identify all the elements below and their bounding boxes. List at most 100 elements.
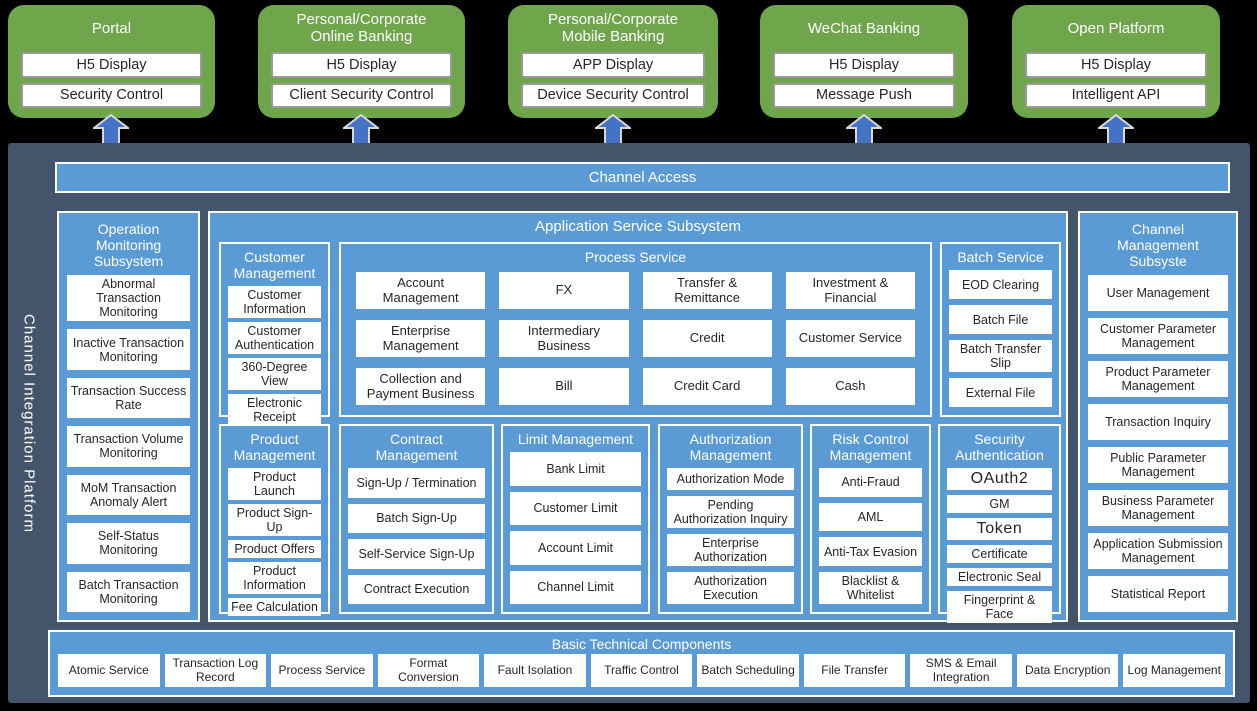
process-service-panel: Process Service Account Management FX Tr… <box>339 242 932 417</box>
authorization-management-item: Enterprise Authorization <box>667 534 794 566</box>
contract-management-panel: Contract Management Sign-Up / Terminatio… <box>339 424 494 614</box>
process-service-title: Process Service <box>584 249 687 265</box>
batch-service-item: External File <box>949 378 1052 407</box>
channel-wechat-banking-title: WeChat Banking <box>807 19 921 37</box>
product-management-item: Product Launch <box>228 468 321 501</box>
channel-wechat-banking: WeChat Banking H5 Display Message Push <box>760 5 968 118</box>
limit-management-panel: Limit Management Bank Limit Customer Lim… <box>501 424 650 614</box>
monitoring-item: Inactive Transaction Monitoring <box>67 329 190 370</box>
channel-management-item: Application Submission Management <box>1088 533 1228 570</box>
process-service-item: Customer Service <box>785 320 915 358</box>
authorization-management-panel: Authorization Management Authorization M… <box>658 424 803 614</box>
channel-access-label: Channel Access <box>588 169 697 186</box>
authorization-management-item: Pending Authorization Inquiry <box>667 496 794 528</box>
security-authentication-item: Fingerprint & Face <box>947 591 1052 623</box>
security-authentication-item: Certificate <box>947 545 1052 563</box>
basic-component-item: Data Encryption <box>1016 654 1119 687</box>
basic-component-item: SMS & Email Integration <box>910 654 1012 687</box>
channel-management-title: Channel Management Subsyste <box>1117 221 1199 270</box>
channel-management-item: Business Parameter Management <box>1088 490 1228 527</box>
channel-portal-item: H5 Display <box>21 52 202 78</box>
risk-control-item: AML <box>819 502 922 532</box>
channel-management-item: User Management <box>1088 275 1228 312</box>
channel-online-banking: Personal/Corporate Online Banking H5 Dis… <box>258 5 465 118</box>
basic-component-item: Atomic Service <box>58 654 160 687</box>
basic-component-item: Transaction Log Record <box>164 654 267 687</box>
basic-component-item: Fault Isolation <box>484 654 586 687</box>
channel-mobile-banking: Personal/Corporate Mobile Banking APP Di… <box>508 5 718 118</box>
product-management-item: Product Sign-Up <box>228 504 321 537</box>
basic-components-title: Basic Technical Components <box>551 636 732 652</box>
channel-management-item: Product Parameter Management <box>1088 361 1228 398</box>
product-management-title: Product Management <box>233 431 316 464</box>
risk-control-item: Anti-Fraud <box>819 468 922 497</box>
batch-service-item: Batch Transfer Slip <box>949 340 1052 373</box>
security-authentication-panel: Security Authentication OAuth2 GM Token … <box>938 424 1061 623</box>
contract-management-item: Batch Sign-Up <box>348 503 485 534</box>
process-service-item: Transfer & Remittance <box>642 272 772 310</box>
batch-service-panel: Batch Service EOD Clearing Batch File Ba… <box>940 242 1061 417</box>
limit-management-item: Account Limit <box>510 531 641 565</box>
process-service-item: Account Management <box>356 272 486 310</box>
contract-management-item: Contract Execution <box>348 574 485 604</box>
channel-portal-title: Portal <box>91 19 132 37</box>
monitoring-item: Self-Status Monitoring <box>67 523 190 564</box>
security-authentication-item: Token <box>947 518 1052 540</box>
channel-open-platform-item: H5 Display <box>1025 52 1207 78</box>
monitoring-item: Abnormal Transaction Monitoring <box>67 275 190 322</box>
basic-component-item: Format Conversion <box>377 654 480 687</box>
basic-component-item: File Transfer <box>803 654 906 687</box>
process-service-item: Investment & Financial <box>785 272 915 310</box>
risk-control-item: Anti-Tax Evasion <box>819 537 922 567</box>
risk-control-item: Blacklist & Whitelist <box>819 572 922 605</box>
limit-management-item: Bank Limit <box>510 452 641 486</box>
product-management-item: Product Offers <box>228 540 321 559</box>
channel-management-item: Statistical Report <box>1088 576 1228 613</box>
operation-monitoring-title: Operation Monitoring Subsystem <box>93 221 164 270</box>
operation-monitoring-subsystem: Operation Monitoring Subsystem Abnormal … <box>57 211 200 622</box>
application-service-title: Application Service Subsystem <box>535 218 741 235</box>
customer-management-item: 360-Degree View <box>228 358 321 391</box>
security-authentication-title: Security Authentication <box>955 431 1044 464</box>
limit-management-item: Customer Limit <box>510 491 641 526</box>
process-service-item: Credit <box>642 320 772 358</box>
basic-component-item: Batch Scheduling <box>697 654 799 687</box>
product-management-item: Product Information <box>228 562 321 595</box>
channel-wechat-banking-item: H5 Display <box>773 52 955 78</box>
channel-open-platform-item: Intelligent API <box>1025 82 1207 108</box>
process-service-item: Enterprise Management <box>356 320 486 358</box>
channel-mobile-banking-title: Personal/Corporate Mobile Banking <box>547 11 679 45</box>
channel-access-bar: Channel Access <box>55 162 1230 193</box>
security-authentication-item: OAuth2 <box>947 468 1052 491</box>
customer-management-item: Electronic Receipt <box>228 394 321 427</box>
product-management-item: Fee Calculation <box>228 598 321 617</box>
monitoring-item: Transaction Success Rate <box>67 377 190 419</box>
security-authentication-item: Electronic Seal <box>947 568 1052 586</box>
channel-wechat-banking-item: Message Push <box>773 82 955 108</box>
channel-management-item: Public Parameter Management <box>1088 447 1228 484</box>
channel-management-item: Transaction Inquiry <box>1088 404 1228 441</box>
channel-portal: Portal H5 Display Security Control <box>8 5 215 118</box>
application-service-subsystem: Application Service Subsystem Customer M… <box>208 211 1068 623</box>
channel-online-banking-title: Personal/Corporate Online Banking <box>296 11 427 45</box>
batch-service-item: EOD Clearing <box>949 270 1052 300</box>
channel-online-banking-item: Client Security Control <box>271 82 452 108</box>
security-authentication-item: GM <box>947 495 1052 514</box>
channel-mobile-banking-item: Device Security Control <box>521 82 705 108</box>
monitoring-item: Transaction Volume Monitoring <box>67 426 190 467</box>
customer-management-panel: Customer Management Customer Information… <box>219 242 330 427</box>
monitoring-item: Batch Transaction Monitoring <box>67 571 190 612</box>
limit-management-item: Channel Limit <box>510 570 641 605</box>
contract-management-title: Contract Management <box>375 431 458 464</box>
monitoring-item: MoM Transaction Anomaly Alert <box>67 474 190 516</box>
channel-mobile-banking-item: APP Display <box>521 52 705 78</box>
channel-portal-item: Security Control <box>21 82 202 108</box>
authorization-management-item: Authorization Execution <box>667 572 794 604</box>
process-service-item: Credit Card <box>642 368 772 405</box>
risk-control-management-title: Risk Control Management <box>829 431 912 464</box>
customer-management-item: Customer Authentication <box>228 322 321 355</box>
channel-management-item: Customer Parameter Management <box>1088 318 1228 355</box>
process-service-item: Cash <box>785 368 915 405</box>
authorization-management-title: Authorization Management <box>689 431 772 464</box>
process-service-item: Intermediary Business <box>499 320 629 358</box>
